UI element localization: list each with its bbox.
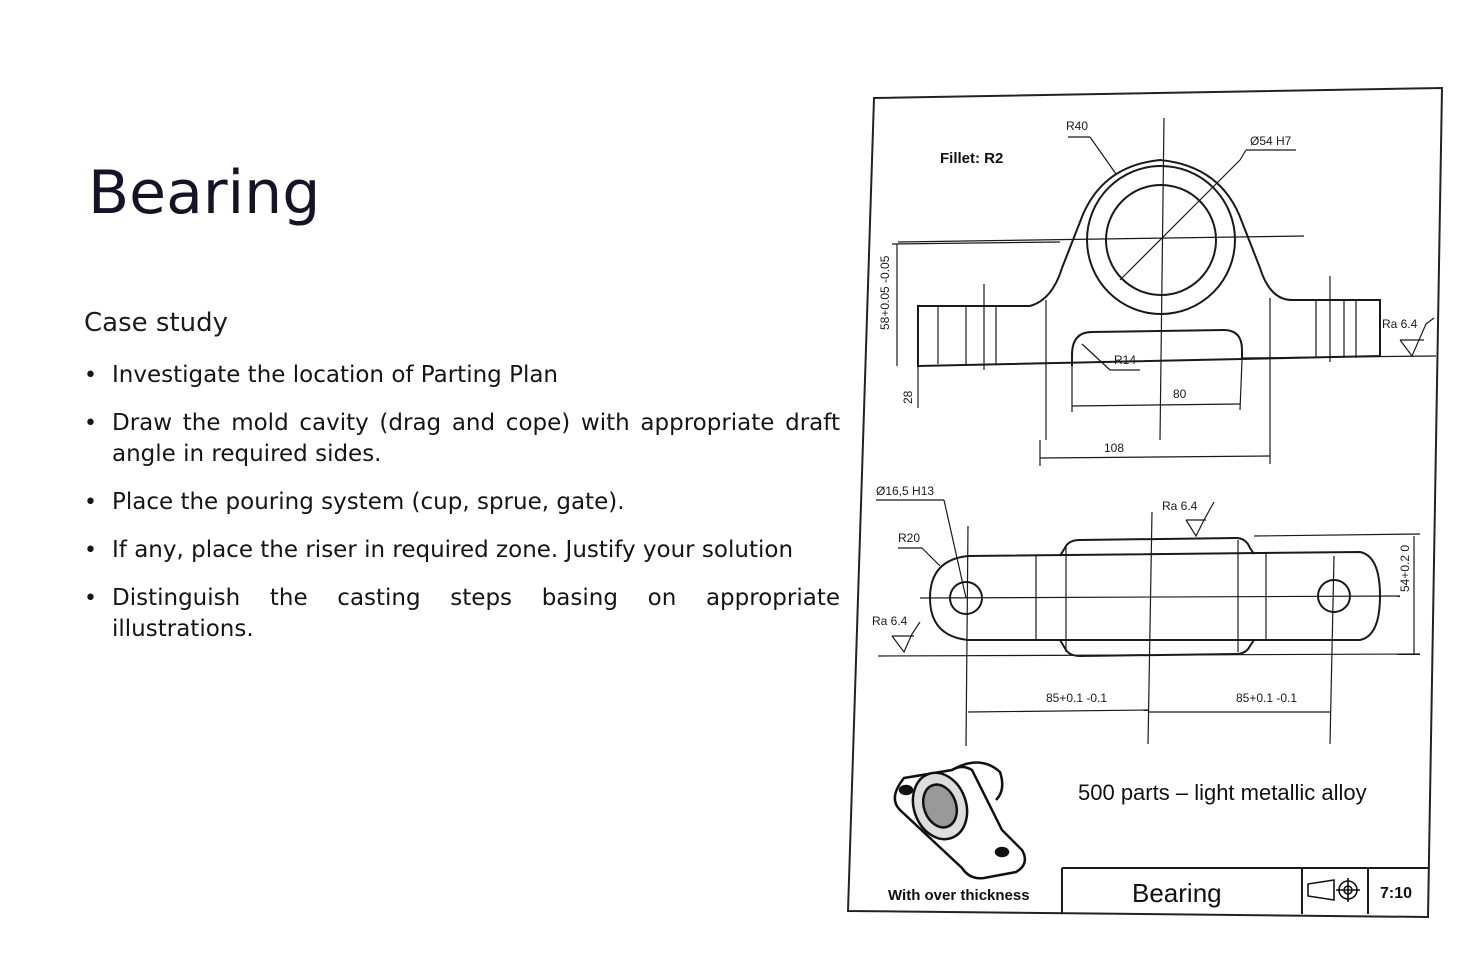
list-item: Investigate the location of Parting Plan (84, 360, 840, 391)
left-85-dimension: 85+0.1 -0.1 (1046, 691, 1107, 705)
w108-dimension: 108 (1104, 441, 1124, 455)
r40-dimension: R40 (1066, 119, 1088, 133)
height-dimension: 58+0.05 -0.05 (878, 255, 892, 330)
case-study-heading: Case study (84, 308, 229, 338)
bore-dimension: Ø54 H7 (1250, 134, 1292, 148)
production-note: 500 parts – light metallic alloy (1078, 780, 1367, 805)
w80-dimension: 80 (1173, 387, 1187, 401)
w54-dimension: 54+0.2 0 (1398, 545, 1412, 592)
task-list: Investigate the location of Parting Plan… (84, 360, 840, 662)
list-item: Place the pouring system (cup, sprue, ga… (84, 487, 840, 518)
drawing-sheet-border (846, 86, 1444, 919)
title-block-name: Bearing (1132, 878, 1222, 908)
fillet-note: Fillet: R2 (940, 150, 1003, 167)
list-item: If any, place the riser in required zone… (84, 535, 840, 566)
roughness-left: Ra 6.4 (872, 614, 908, 628)
roughness-right: Ra 6.4 (1382, 317, 1418, 331)
first-angle-projection-icon (1307, 878, 1360, 902)
over-thickness-note: With over thickness (888, 887, 1030, 904)
title-block (1061, 867, 1428, 914)
scale-label: 7:10 (1380, 885, 1412, 902)
slide-title: Bearing (88, 158, 321, 228)
h28-dimension: 28 (901, 390, 915, 404)
isometric-view (893, 761, 1027, 880)
r14-dimension: R14 (1114, 353, 1136, 367)
hole-dimension: Ø16,5 H13 (876, 484, 934, 498)
front-view-construction-lines (891, 117, 1437, 466)
list-item: Distinguish the casting steps basing on … (84, 583, 840, 645)
top-view-construction-lines (876, 499, 1421, 747)
right-85-dimension: 85+0.1 -0.1 (1236, 691, 1297, 705)
r20-dimension: R20 (898, 531, 920, 545)
roughness-top: Ra 6.4 (1162, 499, 1198, 513)
list-item: Draw the mold cavity (drag and cope) wit… (84, 408, 840, 470)
